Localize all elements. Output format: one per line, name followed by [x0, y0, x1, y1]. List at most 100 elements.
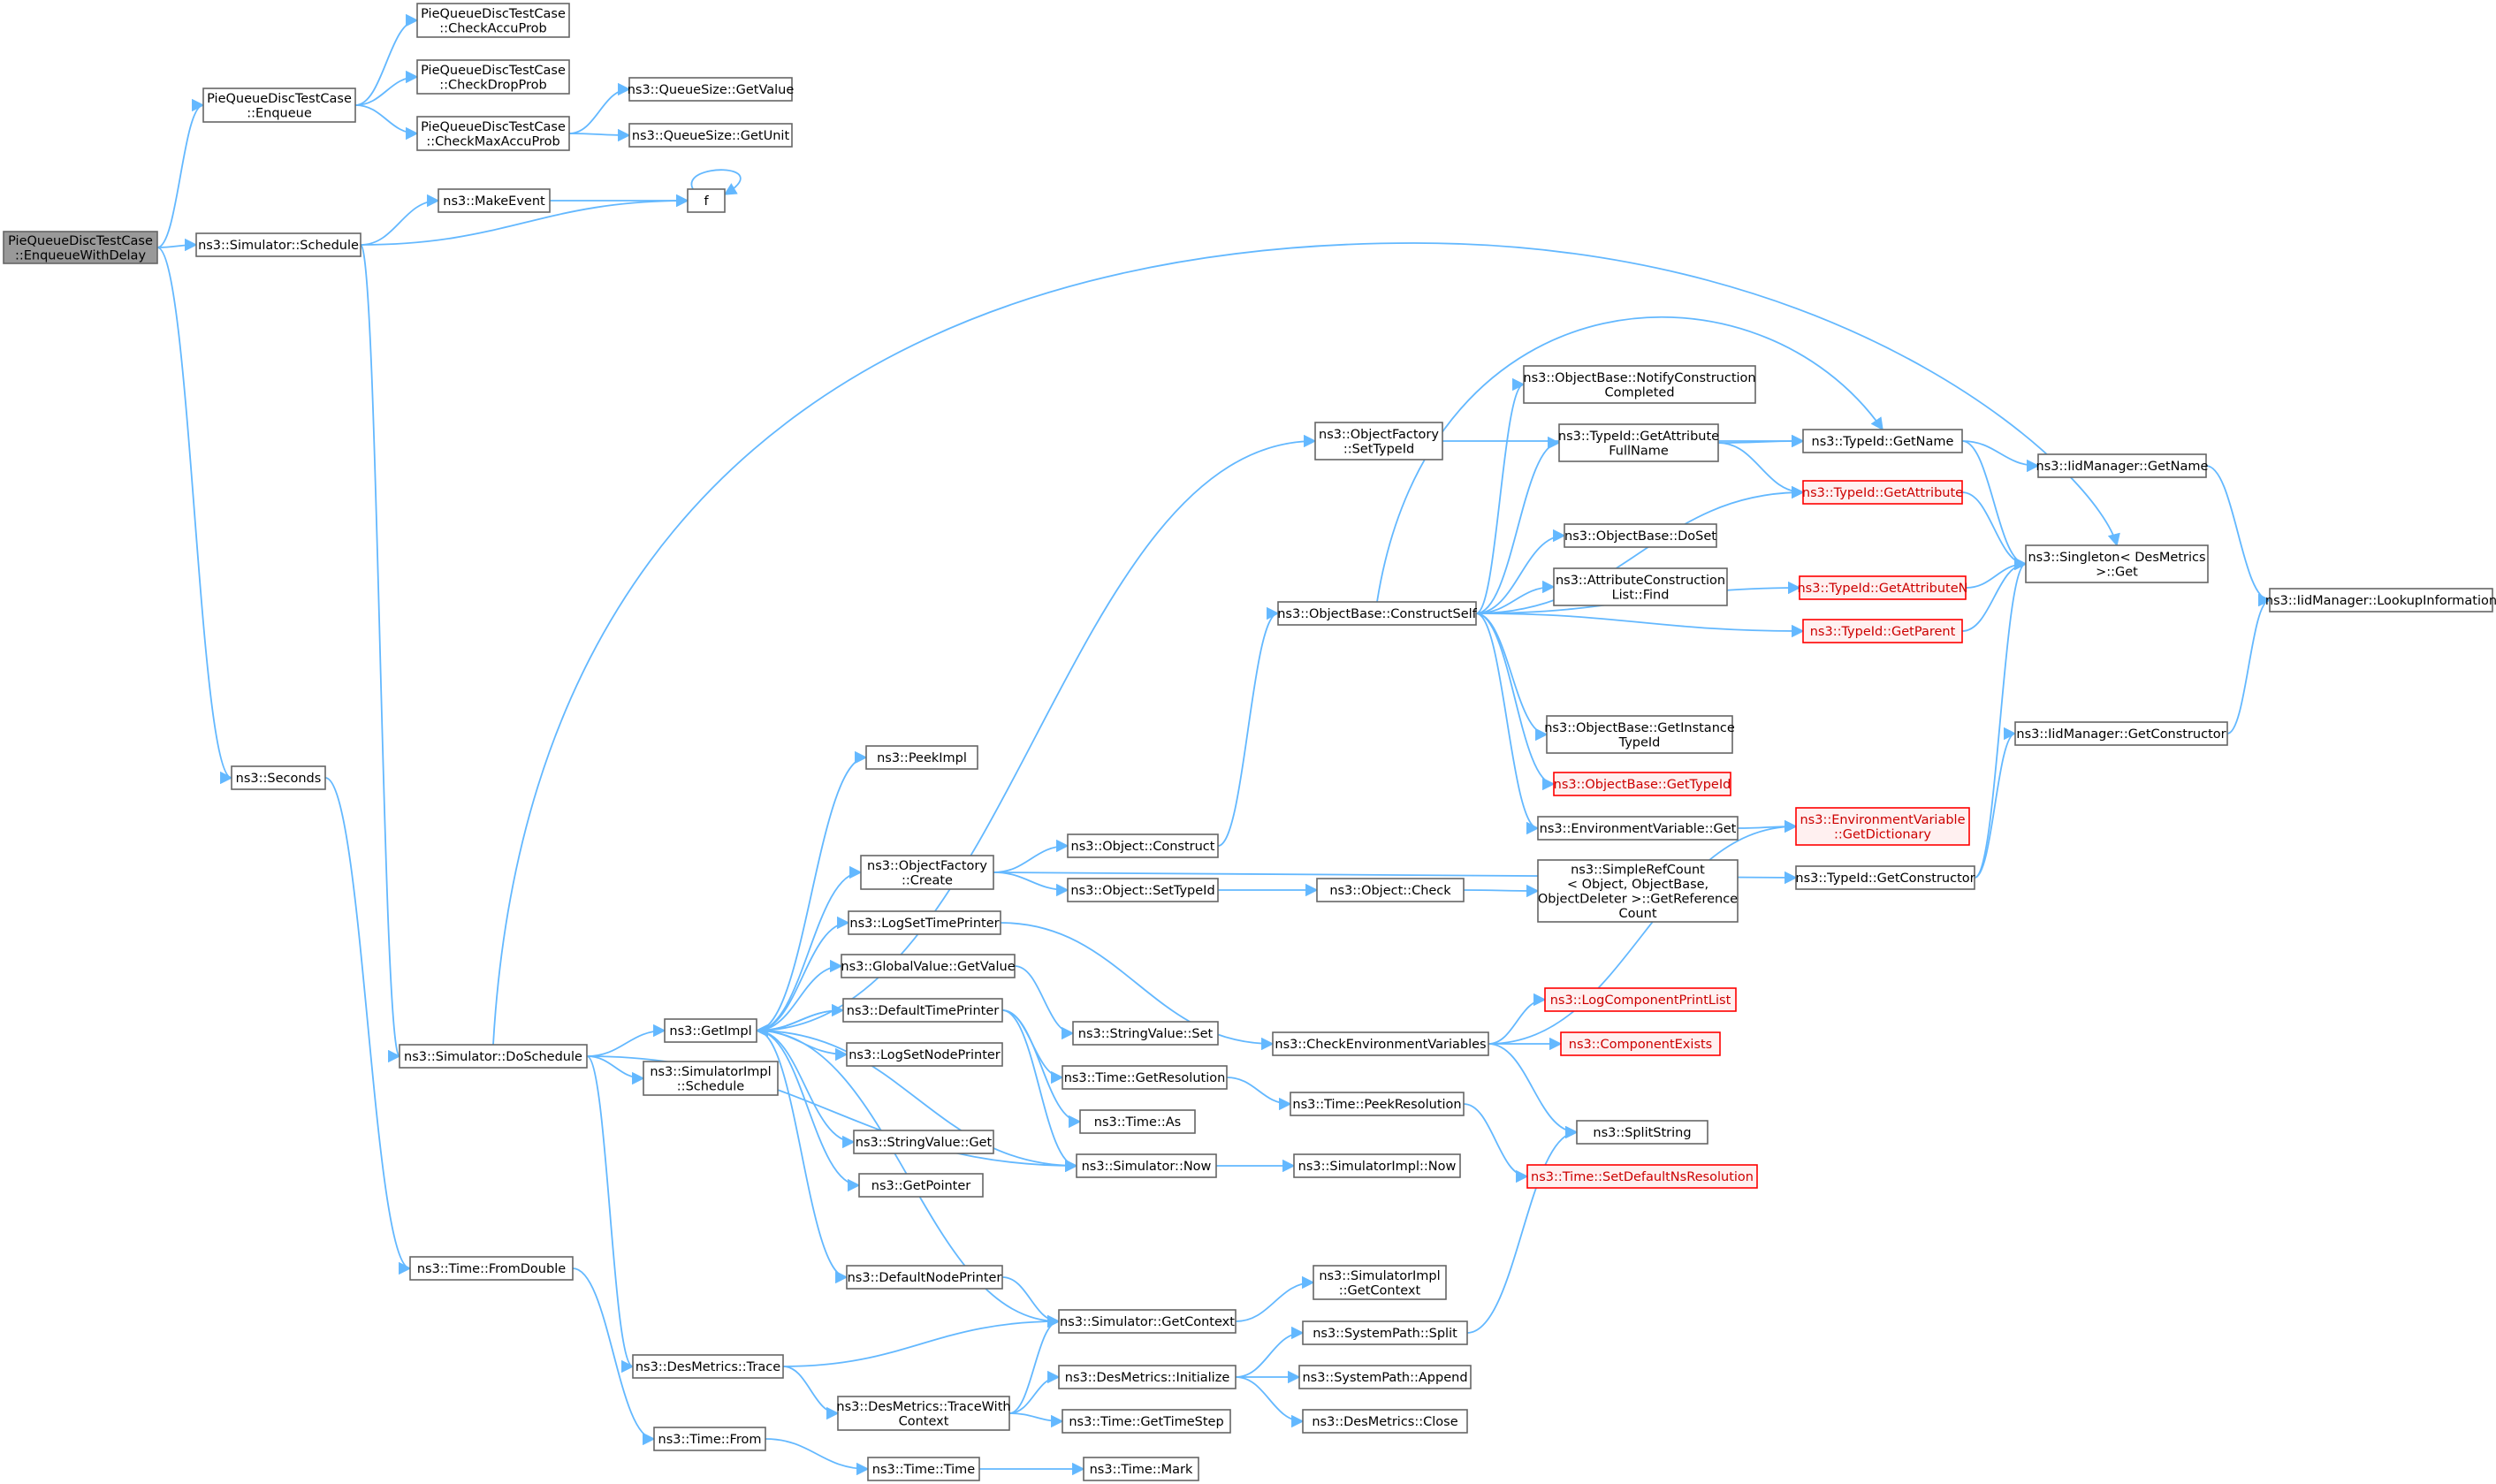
node-getimpl[interactable]: ns3::GetImpl — [664, 1018, 757, 1043]
node-getpointer[interactable]: ns3::GetPointer — [858, 1173, 984, 1198]
node-label: List::Find — [1612, 588, 1670, 602]
node-logsetnodeprinter[interactable]: ns3::LogSetNodePrinter — [846, 1042, 1003, 1067]
node-checkenvironmentvariables[interactable]: ns3::CheckEnvironmentVariables — [1272, 1031, 1489, 1056]
call-edge-simulator_now-to-getimpl — [755, 1024, 1077, 1167]
node-time-mark[interactable]: ns3::Time::Mark — [1083, 1457, 1199, 1481]
node-box — [1544, 987, 1737, 1012]
node-seconds[interactable]: ns3::Seconds — [231, 765, 326, 790]
node-time-time[interactable]: ns3::Time::Time — [867, 1457, 980, 1481]
node-stringvalue-get[interactable]: ns3::StringValue::Get — [853, 1130, 994, 1154]
node-box — [846, 1042, 1003, 1067]
node-time-from[interactable]: ns3::Time::From — [653, 1427, 766, 1451]
node-time-getresolution[interactable]: ns3::Time::GetResolution — [1062, 1065, 1228, 1090]
node-simulator-getcontext[interactable]: ns3::Simulator::GetContext — [1058, 1309, 1237, 1334]
node-simulator-now[interactable]: ns3::Simulator::Now — [1076, 1153, 1217, 1178]
node-defaulttimeprinter[interactable]: ns3::DefaultTimePrinter — [842, 998, 1003, 1023]
node-label: ns3::QueueSize::GetUnit — [632, 129, 790, 143]
node-check-accu-prob[interactable]: PieQueueDiscTestCase::CheckAccuProb — [416, 3, 570, 38]
node-peekimpl[interactable]: ns3::PeekImpl — [865, 745, 978, 770]
node-simulatorimpl-now[interactable]: ns3::SimulatorImpl::Now — [1293, 1153, 1461, 1178]
node-enqueue-with-delay[interactable]: PieQueueDiscTestCase::EnqueueWithDelay — [3, 231, 158, 264]
node-label: ns3::Time::Time — [872, 1463, 976, 1477]
node-box — [1795, 807, 1970, 846]
node-systempath-append[interactable]: ns3::SystemPath::Append — [1298, 1365, 1472, 1389]
node-box — [202, 88, 356, 123]
node-check-max-accu-prob[interactable]: PieQueueDiscTestCase::CheckMaxAccuProb — [416, 116, 570, 151]
node-simulatorimpl-getcontext[interactable]: ns3::SimulatorImpl::GetContext — [1313, 1265, 1447, 1300]
call-edge-seconds-to-time_fromdouble — [324, 777, 412, 1275]
node-label: ns3::TypeId::GetAttributeN — [1797, 582, 1967, 596]
node-typeid-getattributen[interactable]: ns3::TypeId::GetAttributeN — [1797, 575, 1968, 600]
node-iidmanager-getconstructor[interactable]: ns3::IidManager::GetConstructor — [2014, 721, 2228, 746]
node-object-construct[interactable]: ns3::Object::Construct — [1067, 833, 1219, 858]
node-typeid-getname[interactable]: ns3::TypeId::GetName — [1802, 429, 1963, 453]
node-label: ns3::ObjectBase::NotifyConstruction — [1523, 371, 1755, 385]
node-box — [1062, 1065, 1228, 1090]
node-object-check[interactable]: ns3::Object::Check — [1316, 878, 1465, 902]
node-objectbase-notifyconstructioncompleted[interactable]: ns3::ObjectBase::NotifyConstructionCompl… — [1523, 365, 1756, 404]
call-edge-simulator_doschedule-to-desmetrics_trace — [586, 1055, 635, 1374]
node-enqueue[interactable]: PieQueueDiscTestCase::Enqueue — [202, 88, 356, 123]
node-defaultnodeprinter[interactable]: ns3::DefaultNodePrinter — [846, 1265, 1003, 1290]
node-queuesize-getvalue[interactable]: ns3::QueueSize::GetValue — [628, 77, 795, 102]
node-objectbase-doset[interactable]: ns3::ObjectBase::DoSet — [1564, 523, 1717, 548]
node-typeid-getparent[interactable]: ns3::TypeId::GetParent — [1802, 619, 1963, 643]
node-typeid-getconstructor[interactable]: ns3::TypeId::GetConstructor — [1795, 865, 1975, 890]
node-systempath-split[interactable]: ns3::SystemPath::Split — [1302, 1320, 1468, 1345]
node-time-fromdouble[interactable]: ns3::Time::FromDouble — [409, 1256, 574, 1281]
node-time-gettimestep[interactable]: ns3::Time::GetTimeStep — [1062, 1409, 1231, 1434]
node-time-peekresolution[interactable]: ns3::Time::PeekResolution — [1290, 1092, 1465, 1116]
node-objectfactory-create[interactable]: ns3::ObjectFactory::Create — [860, 855, 994, 890]
node-iidmanager-getname[interactable]: ns3::IidManager::GetName — [2036, 453, 2209, 478]
node-logcomponentprintlist[interactable]: ns3::LogComponentPrintList — [1544, 987, 1737, 1012]
node-queuesize-getunit[interactable]: ns3::QueueSize::GetUnit — [628, 123, 793, 148]
node-desmetrics-trace[interactable]: ns3::DesMetrics::Trace — [632, 1354, 784, 1379]
node-time-setdefaultnsresolution[interactable]: ns3::Time::SetDefaultNsResolution — [1526, 1164, 1758, 1189]
node-simulatorimpl-schedule[interactable]: ns3::SimulatorImpl::Schedule — [643, 1061, 779, 1096]
node-time-as[interactable]: ns3::Time::As — [1079, 1109, 1196, 1134]
node-desmetrics-close[interactable]: ns3::DesMetrics::Close — [1302, 1409, 1468, 1434]
node-globalvalue-getvalue[interactable]: ns3::GlobalValue::GetValue — [841, 954, 1016, 978]
node-box — [2014, 721, 2228, 746]
node-iidmanager-lookupinformation[interactable]: ns3::IidManager::LookupInformation — [2265, 588, 2496, 613]
node-environmentvariable-get[interactable]: ns3::EnvironmentVariable::Get — [1537, 816, 1739, 841]
node-object-settypeid[interactable]: ns3::Object::SetTypeId — [1067, 878, 1219, 902]
node-objectbase-constructself[interactable]: ns3::ObjectBase::ConstructSelf — [1277, 601, 1478, 626]
node-componentexists[interactable]: ns3::ComponentExists — [1560, 1031, 1721, 1056]
node-typeid-getattribute[interactable]: ns3::TypeId::GetAttribute — [1802, 480, 1963, 505]
call-edge-getimpl-to-peekimpl — [756, 750, 868, 1031]
call-edge-enqueue_with_delay-to-simulator_schedule — [156, 238, 198, 252]
node-make-event[interactable]: ns3::MakeEvent — [438, 188, 551, 213]
node-label: ns3::QueueSize::GetValue — [628, 83, 795, 97]
node-splitstring[interactable]: ns3::SplitString — [1576, 1120, 1708, 1145]
node-box — [1316, 878, 1465, 902]
call-edge-objectbase_constructself-to-typeid_getattributefullname — [1475, 436, 1561, 614]
node-simulator-doschedule[interactable]: ns3::Simulator::DoSchedule — [399, 1044, 588, 1069]
node-box — [2269, 588, 2493, 613]
node-objectbase-gettypeid[interactable]: ns3::ObjectBase::GetTypeId — [1553, 772, 1731, 796]
call-edge-simulator_doschedule-to-getimpl — [586, 1024, 666, 1057]
node-box — [1083, 1457, 1199, 1481]
node-simulator-schedule[interactable]: ns3::Simulator::Schedule — [195, 232, 361, 257]
node-check-drop-prob[interactable]: PieQueueDiscTestCase::CheckDropProb — [416, 59, 570, 95]
node-environmentvariable-getdictionary[interactable]: ns3::EnvironmentVariable::GetDictionary — [1795, 807, 1970, 846]
node-simplerefcount-getreferencecount[interactable]: ns3::SimpleRefCount< Object, ObjectBase,… — [1537, 859, 1739, 923]
node-desmetrics-initialize[interactable]: ns3::DesMetrics::Initialize — [1058, 1365, 1237, 1389]
node-label: ns3::Time::GetTimeStep — [1069, 1415, 1223, 1429]
node-logsettimeprinter[interactable]: ns3::LogSetTimePrinter — [848, 910, 1001, 935]
call-edge-defaulttimeprinter-to-simulator_now — [1001, 1009, 1078, 1173]
node-objectfactory-settypeid[interactable]: ns3::ObjectFactory::SetTypeId — [1314, 422, 1443, 460]
node-box — [664, 1018, 757, 1043]
node-singleton-desmetrics-get[interactable]: ns3::Singleton< DesMetrics>::Get — [2025, 544, 2209, 583]
node-f[interactable]: f — [687, 188, 726, 213]
node-box — [438, 188, 551, 213]
node-label: ns3::Object::Check — [1329, 884, 1451, 898]
node-label: Context — [899, 1414, 949, 1428]
node-stringvalue-set[interactable]: ns3::StringValue::Set — [1072, 1021, 1219, 1046]
call-edge-desmetrics_tracewithcontext-to-simulator_getcontext — [1008, 1314, 1061, 1414]
